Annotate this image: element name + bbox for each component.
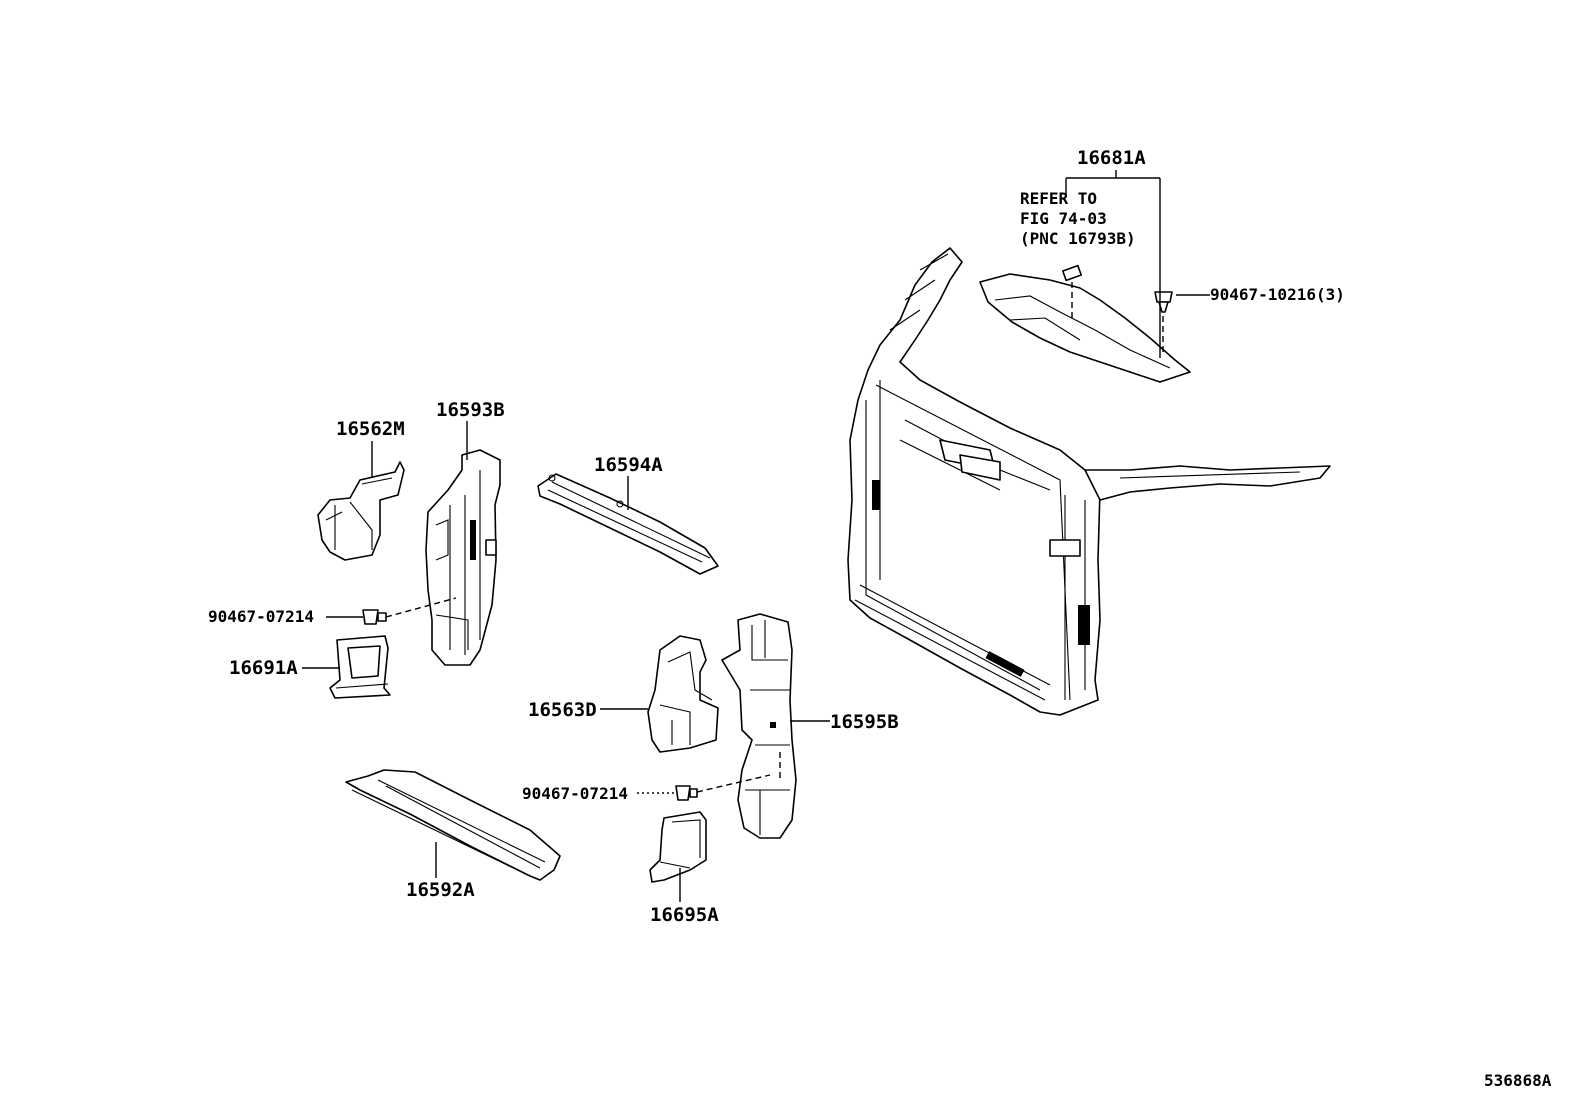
- part-16594a: [537, 473, 719, 575]
- clip-90467-07214-left-icon: [362, 609, 387, 625]
- illustration-id: 536868A: [1484, 1071, 1552, 1090]
- note-line-1: REFER TO: [1020, 189, 1097, 208]
- label-16594a: 16594A: [594, 454, 663, 476]
- label-16592a: 16592A: [406, 879, 475, 901]
- label-90467-07214-left: 90467-07214: [208, 607, 314, 626]
- label-16593b: 16593B: [436, 399, 505, 421]
- label-16595b: 16595B: [830, 711, 899, 733]
- label-16681a: 16681A: [1077, 147, 1146, 169]
- note-line-2: FIG 74-03: [1020, 209, 1107, 228]
- part-16592a: [345, 769, 561, 881]
- clip-90467-10216-icon: [1154, 291, 1173, 313]
- part-16563d: [647, 635, 719, 753]
- label-90467-07214-bottom: 90467-07214: [522, 784, 628, 803]
- label-16562m: 16562M: [336, 418, 405, 440]
- label-16695a: 16695A: [650, 904, 719, 926]
- label-16563d: 16563D: [528, 699, 597, 721]
- part-16595b: [721, 613, 797, 839]
- part-16695a: [649, 811, 707, 883]
- part-16593b: [425, 449, 501, 666]
- label-16691a: 16691A: [229, 657, 298, 679]
- note-line-3: (PNC 16793B): [1020, 229, 1136, 248]
- part-16691a: [329, 635, 391, 699]
- radiator-support-frame: [847, 247, 1331, 716]
- part-16681a-cover: [979, 264, 1191, 383]
- label-90467-10216: 90467-10216(3): [1210, 285, 1345, 304]
- part-16562m: [317, 461, 405, 561]
- clip-90467-07214-bottom-icon: [675, 785, 698, 801]
